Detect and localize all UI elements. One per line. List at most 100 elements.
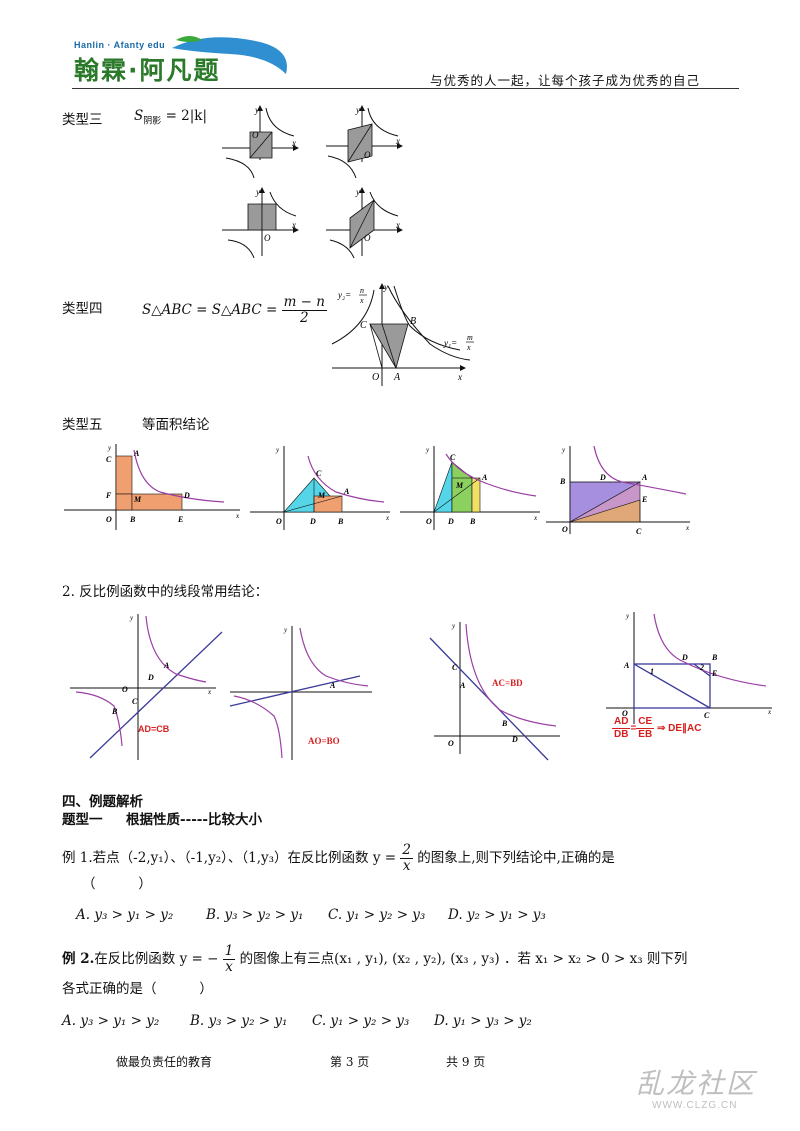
svg-text:D: D (681, 653, 688, 662)
svg-text:O: O (106, 515, 112, 524)
footer-motto: 做最负责任的教育 (116, 1055, 213, 1069)
section4-subtitle: 题型一 根据性质-----比较大小 (62, 812, 263, 828)
footer-page: 第 3 页 (330, 1055, 370, 1069)
ex2-option-d: D. y₁ > y₃ > y₂ (434, 1013, 532, 1029)
type5-graphs: y C A F M D O B E x y C M A O D B x (64, 444, 690, 536)
frac-denominator: 2 (299, 310, 309, 326)
svg-text:B: B (711, 653, 718, 662)
brand-english: Hanlin · Afanty edu (74, 40, 166, 50)
svg-text:C: C (450, 453, 456, 462)
type4-graph: y₂= n x y₁= m x y C B O A x (331, 282, 474, 386)
ad-num: AD (612, 716, 631, 729)
svg-text:C: C (316, 469, 322, 478)
formula-s: S (134, 108, 144, 124)
de-parallel-ac: AD DB = CE EB ⇒ DE∥AC (612, 716, 701, 741)
svg-text:A: A (163, 661, 170, 670)
segment-graphs: y A D O C B x AD=CB y A AO=BO y C A B D … (70, 612, 772, 761)
ex2-label: 例 2. (62, 951, 95, 967)
brand-chinese: 翰霖·阿凡题 (74, 56, 221, 85)
ex1-option-c: C. y₁ > y₂ > y₃ (328, 907, 426, 923)
svg-text:x: x (685, 524, 690, 532)
eq-sign: = (630, 723, 637, 735)
svg-text:y: y (355, 187, 360, 197)
svg-text:y: y (625, 612, 630, 620)
svg-text:y: y (254, 105, 259, 115)
svg-text:B: B (129, 515, 136, 524)
formula-rhs: = 2|k| (165, 108, 208, 124)
svg-text:x: x (395, 136, 400, 146)
svg-text:A: A (623, 661, 630, 670)
type3-graphs: y O x y O x y O x y O x (222, 105, 403, 259)
ex1-text-b: 的图象上,则下列结论中,正确的是 (417, 850, 615, 866)
type4-fraction: m − n 2 (281, 295, 327, 326)
ex1-frac-den: x (402, 858, 411, 874)
svg-text:y: y (275, 446, 280, 454)
svg-text:A: A (133, 449, 140, 458)
svg-text:E: E (641, 495, 647, 504)
svg-text:O: O (562, 525, 568, 534)
ex1-blank: （ ） (82, 876, 152, 892)
svg-text:x: x (207, 688, 212, 696)
type5-graph-1: y C A F M D O B E x (64, 444, 240, 530)
y1-num: m (467, 333, 473, 342)
svg-text:x: x (235, 512, 240, 520)
svg-text:A: A (459, 681, 466, 690)
ex2-fraction: 1 x (222, 943, 236, 975)
footer-total: 共 9 页 (446, 1055, 486, 1069)
ex2-text-a: 在反比例函数 y = − (94, 951, 219, 967)
type4-formula: S△ABC = S△ABC = m − n 2 (142, 295, 327, 326)
svg-text:C: C (106, 455, 112, 464)
svg-text:M: M (455, 481, 464, 490)
ex2-frac-num: 1 (222, 943, 236, 960)
segment-graph-1: y A D O C B x AD=CB (70, 614, 223, 760)
svg-text:y: y (255, 187, 260, 197)
svg-text:A: A (329, 681, 336, 690)
svg-text:x: x (395, 220, 400, 230)
formula-subscript: 阴影 (143, 116, 162, 127)
svg-text:A: A (343, 487, 350, 496)
svg-text:y: y (107, 444, 112, 452)
svg-text:M: M (317, 491, 326, 500)
type3-formula: S阴影 = 2|k| (134, 108, 207, 127)
y1-den: x (466, 343, 471, 352)
svg-text:x: x (457, 372, 462, 382)
segment-graph-2: y A AO=BO (229, 626, 372, 760)
type5-graph-4: y B D A E O C x (546, 445, 690, 536)
header-slogan: 与优秀的人一起，让每个孩子成为优秀的自己 (430, 73, 701, 88)
svg-text:y: y (383, 282, 388, 292)
ex1-frac-num: 2 (400, 842, 413, 859)
svg-text:D: D (511, 735, 518, 744)
section4-title: 四、例题解析 (62, 794, 143, 810)
ex1-fraction: 2 x (400, 843, 413, 874)
logo-swoosh-icon (172, 36, 287, 74)
svg-text:B: B (501, 719, 508, 728)
type5-label: 类型五 (62, 417, 103, 433)
type5-graph-3: y C M A O D B x (400, 446, 540, 530)
ex1-option-b: B. y₃ > y₂ > y₁ (206, 907, 304, 923)
svg-text:A: A (481, 473, 488, 482)
example1-question: 例 1.若点（-2,y₁）、（-1,y₂）、（1,y₃）在反比例函数 y = 2… (62, 843, 615, 874)
svg-text:2: 2 (699, 663, 704, 672)
svg-text:y: y (283, 626, 288, 634)
y2-den: x (359, 296, 364, 305)
svg-text:E: E (711, 669, 717, 678)
type5-title: 等面积结论 (142, 417, 210, 433)
svg-text:C: C (452, 663, 458, 672)
ce-num: CE (636, 716, 655, 729)
svg-text:y: y (425, 446, 430, 454)
svg-text:O: O (448, 739, 454, 748)
svg-text:D: D (183, 491, 190, 500)
svg-text:C: C (360, 320, 367, 331)
svg-text:C: C (636, 527, 642, 536)
svg-text:D: D (447, 517, 454, 526)
svg-text:F: F (105, 491, 112, 500)
svg-text:O: O (364, 150, 371, 160)
svg-text:y: y (355, 105, 360, 115)
y1-label: y₁= (443, 338, 457, 348)
svg-text:O: O (276, 517, 282, 526)
svg-text:B: B (469, 517, 476, 526)
svg-text:E: E (177, 515, 183, 524)
svg-text:B: B (559, 477, 566, 486)
svg-text:O: O (252, 130, 259, 140)
type4-label: 类型四 (62, 301, 103, 317)
